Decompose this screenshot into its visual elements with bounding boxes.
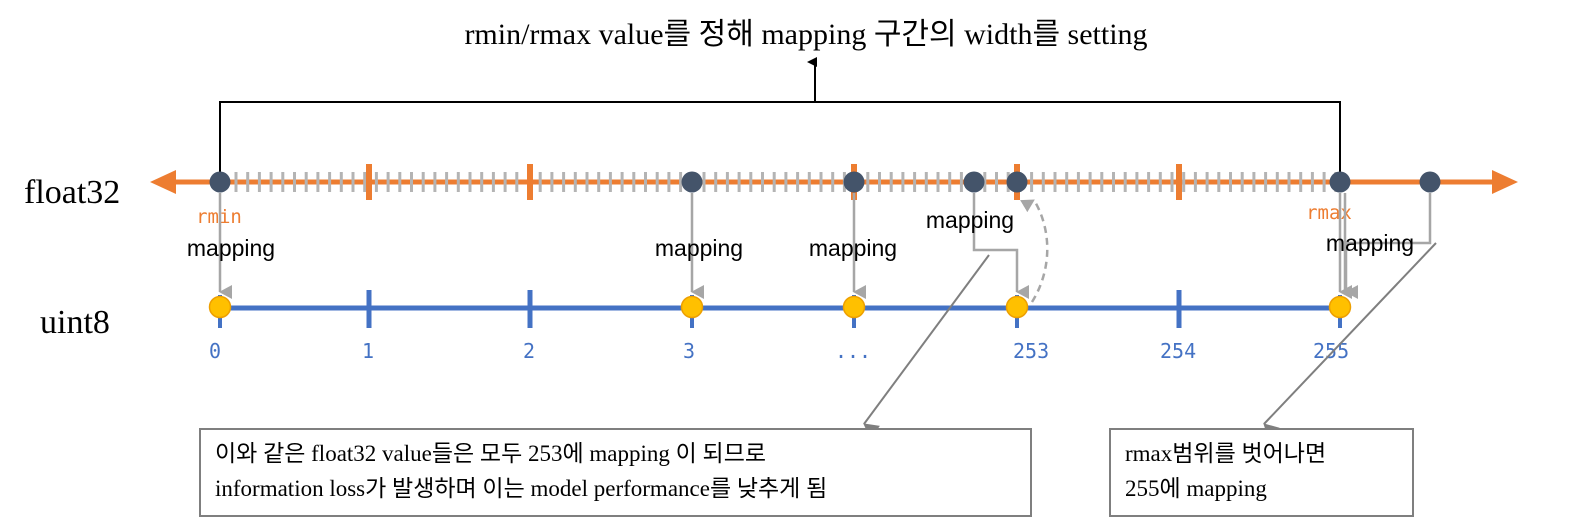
callout-arrow-rmax — [1263, 242, 1437, 440]
mapping-arrow-253-from-left — [972, 193, 1029, 299]
uint8-value-point — [680, 295, 704, 319]
float32-value-point — [1006, 171, 1028, 193]
float32-value-point — [1329, 171, 1351, 193]
uint8-tick-label: 254 — [1160, 339, 1196, 363]
rmax-overflow-note: rmax범위를 벗어나면 255에 mapping — [1109, 428, 1414, 517]
rmax-overflow-note-line1: rmax범위를 벗어나면 — [1125, 441, 1327, 466]
uint8-points — [208, 295, 1352, 319]
float32-row-label: float32 — [24, 174, 120, 211]
uint8-value-point — [1328, 295, 1352, 319]
uint8-tick-label: 2 — [523, 339, 535, 363]
uint8-value-point — [842, 295, 866, 319]
information-loss-note-line2: information loss가 발생하며 이는 model performa… — [215, 476, 828, 501]
float32-axis — [150, 164, 1518, 200]
mapping-label-ellipsis: mapping — [809, 235, 897, 261]
float32-points — [209, 171, 1441, 193]
diagram-title: rmin/rmax value를 정해 mapping 구간의 width를 s… — [464, 18, 1147, 51]
float32-value-point — [209, 171, 231, 193]
uint8-value-point — [208, 295, 232, 319]
uint8-axis — [218, 290, 1342, 328]
callout-arrow-loss — [863, 254, 990, 439]
mapping-label-255: mapping — [1326, 230, 1414, 256]
mapping-label-3: mapping — [655, 235, 743, 261]
uint8-tick-label: 0 — [209, 339, 221, 363]
mapping-arrow-255-outside — [1344, 193, 1432, 299]
uint8-tick-label: ... — [835, 339, 871, 363]
float32-axis-right-arrow — [1492, 170, 1518, 194]
rmax-overflow-note-line2: 255에 mapping — [1125, 476, 1267, 501]
uint8-tick-labels: 0 1 2 3... 253 254 255 — [209, 339, 1349, 363]
float32-axis-left-arrow — [150, 170, 176, 194]
range-bracket — [219, 57, 1341, 182]
float32-fine-ticks — [234, 172, 1338, 192]
information-loss-note-line1: 이와 같은 float32 value들은 모두 253에 mapping 이 … — [215, 441, 767, 466]
information-loss-note: 이와 같은 float32 value들은 모두 253에 mapping 이 … — [199, 428, 1032, 517]
uint8-tick-label: 255 — [1313, 339, 1349, 363]
dequantize-dashed-arrow — [1020, 199, 1049, 303]
uint8-tick-label: 1 — [362, 339, 374, 363]
float32-value-point — [843, 171, 865, 193]
mapping-label-253: mapping — [926, 207, 1014, 233]
uint8-row-label: uint8 — [40, 304, 110, 341]
uint8-tick-label: 253 — [1013, 339, 1049, 363]
mapping-arrows — [218, 193, 1432, 299]
float32-value-point — [963, 171, 985, 193]
float32-value-point — [1419, 171, 1441, 193]
uint8-value-point — [1005, 295, 1029, 319]
mapping-label-0: mapping — [187, 235, 275, 261]
float32-value-point — [681, 171, 703, 193]
uint8-tick-label: 3 — [683, 339, 695, 363]
